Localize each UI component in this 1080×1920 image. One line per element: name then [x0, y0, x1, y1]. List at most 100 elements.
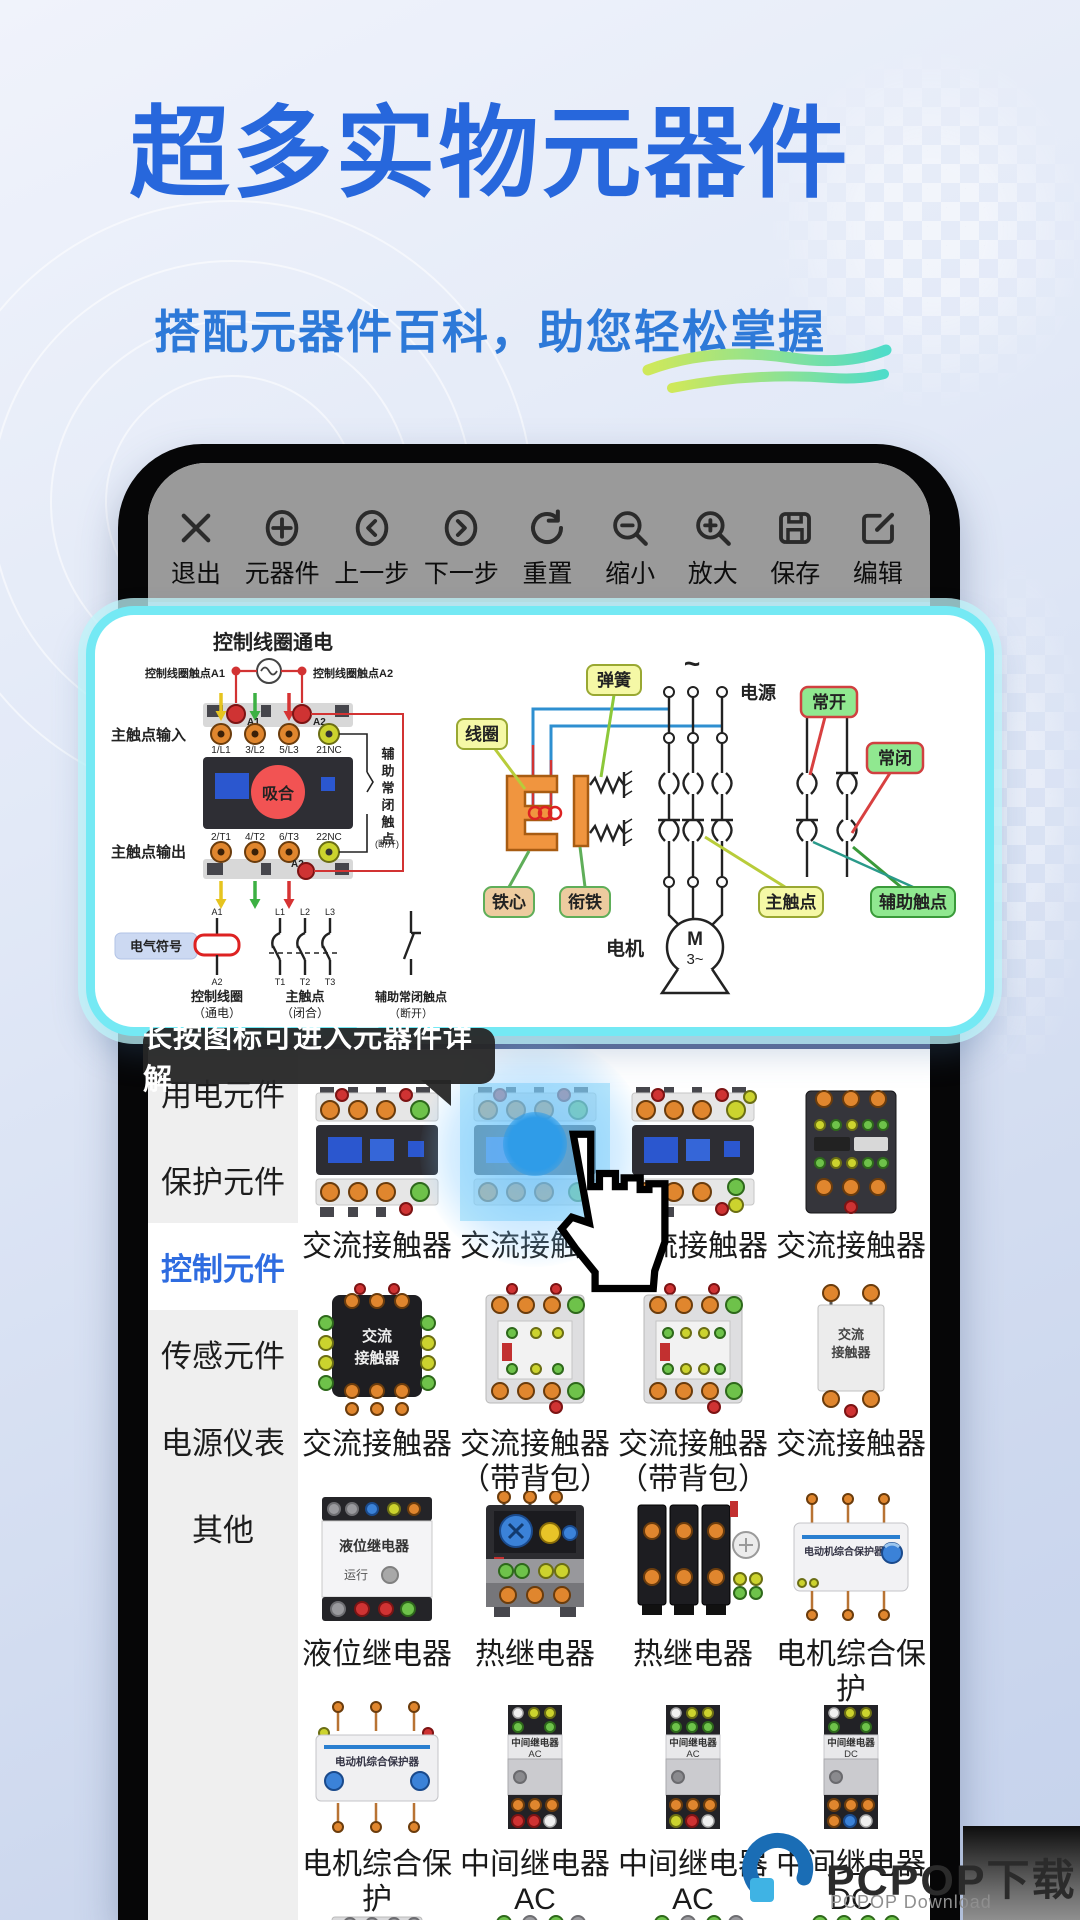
sym-aux-nc	[402, 911, 421, 975]
component-image-ac-contactor-4p[interactable]	[776, 1083, 926, 1221]
watermark-subtext: PCPOP Download	[830, 1892, 992, 1912]
contactor-diagram-panel: 控制线圈通电 控制线圈触点A1 控制线圈触点A2 A1 A2 1/L1 3/L2	[86, 606, 994, 1036]
label-aux-nc-state: (断开)	[375, 838, 399, 849]
edit-button[interactable]: 编辑	[844, 507, 912, 590]
terminal-6t3: 6/T3	[279, 832, 299, 843]
badge-main-contact: 主触点	[766, 892, 817, 912]
diamond-pattern-decoration	[770, 50, 1080, 410]
save-button[interactable]: 保存	[761, 507, 829, 590]
caption-control-coil: 控制线圈	[191, 989, 243, 1004]
label-motor: 电机	[606, 937, 644, 960]
component-image-thermal-relay[interactable]	[460, 1491, 610, 1629]
component-image-intermediate-relay-dc[interactable]: 中间继电器 DC	[776, 1701, 926, 1839]
component-cell: 交流接触器	[298, 1083, 456, 1264]
component-image-ac-contactor-backpack[interactable]	[618, 1281, 768, 1419]
svg-text:中间继电器: 中间继电器	[669, 1737, 717, 1749]
zoom-out-button[interactable]: 缩小	[596, 507, 664, 590]
badge-normally-open: 常开	[812, 692, 846, 712]
badge-coil: 线圈	[465, 724, 499, 744]
grid-row: 交流接触器	[298, 1037, 930, 1267]
watermark-backdrop	[963, 1826, 1080, 1920]
component-cell: 电动机综合保护器 电机综合保护 器	[298, 1701, 456, 1920]
reset-icon	[531, 509, 564, 545]
sidebar-item-power-meter[interactable]: 电源仪表	[161, 1426, 285, 1461]
svg-text:中间继电器: 中间继电器	[511, 1737, 559, 1749]
sym-l2: L2	[300, 907, 310, 917]
sym-a2: A2	[211, 977, 222, 987]
component-image-intermediate-relay-ac[interactable]: 中间继电器 AC	[460, 1701, 610, 1839]
aux-circuit	[794, 711, 860, 877]
badge-iron-core: 铁心	[492, 892, 526, 912]
component-label: 交流接触器	[302, 1230, 452, 1263]
label-main-contact-output: 主触点输出	[111, 843, 186, 861]
tool-label: 下一步	[423, 560, 499, 588]
page-title: 超多实物元器件	[129, 98, 851, 210]
component-image-intermediate-relay-ac[interactable]: 中间继电器 AC	[618, 1701, 768, 1839]
tool-label: 元器件	[244, 560, 320, 588]
sidebar-item-control[interactable]: 控制元件	[148, 1223, 298, 1310]
svg-text:DC: DC	[844, 1749, 858, 1760]
svg-text:AC: AC	[528, 1749, 541, 1760]
label-coil-contact-a1: 控制线圈触点A1	[145, 666, 225, 680]
component-label: 电机综合保护 器	[302, 1848, 452, 1920]
component-cell: 交流 接触器 交流接触器	[772, 1281, 930, 1498]
terminal-21nc: 21NC	[316, 745, 342, 756]
previous-step-button[interactable]: 上一步	[334, 507, 409, 590]
component-grid: 交流接触器	[298, 1037, 930, 1920]
exit-button[interactable]: 退出	[162, 507, 230, 590]
component-label: 交流接触器	[776, 1428, 926, 1461]
contactor-diagram: 控制线圈通电 控制线圈触点A1 控制线圈触点A2 A1 A2 1/L1 3/L2	[111, 630, 956, 1020]
component-image-level-relay[interactable]: 液位继电器 运行	[302, 1491, 452, 1629]
badge-spring: 弹簧	[597, 670, 631, 690]
component-image-ac-contactor-backpack[interactable]	[460, 1281, 610, 1419]
component-label: 液位继电器	[302, 1638, 452, 1671]
svg-text:运行: 运行	[344, 1568, 368, 1582]
app-toolbar: 退出 元器件 上一步 下一步 重置	[148, 463, 930, 602]
sidebar-item-other[interactable]: 其他	[192, 1513, 254, 1548]
reset-button[interactable]: 重置	[513, 507, 581, 590]
component-cell: 液位继电器 运行 液位继电器	[298, 1491, 456, 1743]
next-step-button[interactable]: 下一步	[424, 507, 499, 590]
component-image-ac-contactor-square[interactable]: 交流 接触器	[302, 1281, 452, 1419]
zoom-in-button[interactable]: 放大	[679, 507, 747, 590]
component-cell: 热继电器	[614, 1491, 772, 1743]
sym-t2: T2	[300, 977, 311, 987]
component-cell-partial	[298, 1911, 456, 1920]
close-icon	[181, 513, 211, 543]
component-cell: 中间继电器 AC 中间继电器 AC	[456, 1701, 614, 1920]
label-power: 电源	[740, 682, 776, 703]
terminal-3l2: 3/L2	[245, 745, 265, 756]
svg-text:交流: 交流	[362, 1327, 392, 1345]
badge-normally-closed: 常闭	[878, 748, 912, 768]
label-aux-nc-contact: 辅助常闭触点	[380, 746, 396, 849]
component-cell-partial	[772, 1911, 930, 1920]
caption-main-contacts-state: （闭合）	[281, 1005, 329, 1020]
component-cell: 交流 接触器 交流接触器	[298, 1281, 456, 1498]
save-icon	[779, 512, 812, 544]
motor-m: M	[687, 929, 703, 950]
component-image-thermal-relay-modular[interactable]	[618, 1491, 768, 1629]
label-pull-in: 吸合	[262, 784, 295, 803]
grid-row: 交流 接触器 交流接触器	[298, 1281, 930, 1498]
zoom-in-icon	[695, 511, 731, 546]
caption-aux-nc: 辅助常闭触点	[375, 989, 447, 1004]
caption-control-coil-state: （通电）	[193, 1006, 241, 1020]
component-image-ac-contactor[interactable]	[302, 1083, 452, 1221]
swoosh-underline	[642, 344, 892, 393]
tool-label: 保存	[770, 560, 821, 588]
terminal-1l1: 1/L1	[211, 745, 231, 756]
badge-aux-contact: 辅助触点	[879, 892, 947, 912]
component-cell: 交流接触器 （带背包）	[614, 1281, 772, 1498]
label-main-contact-input: 主触点输入	[111, 726, 186, 744]
hand-cursor-icon	[557, 1130, 669, 1293]
motor-3phase: 3~	[686, 951, 703, 968]
caption-main-contacts: 主触点	[285, 989, 324, 1004]
component-image-motor-protector[interactable]: 电动机综合保护器	[302, 1701, 452, 1839]
component-cell-partial	[614, 1911, 772, 1920]
component-image-motor-protector[interactable]: 电动机综合保护器	[776, 1491, 926, 1629]
sidebar-item-sensor[interactable]: 传感元件	[161, 1339, 285, 1374]
components-button[interactable]: 元器件	[245, 507, 320, 590]
component-image-ac-contactor-mini[interactable]: 交流 接触器	[776, 1281, 926, 1419]
sidebar-item-protection[interactable]: 保护元件	[161, 1165, 285, 1200]
